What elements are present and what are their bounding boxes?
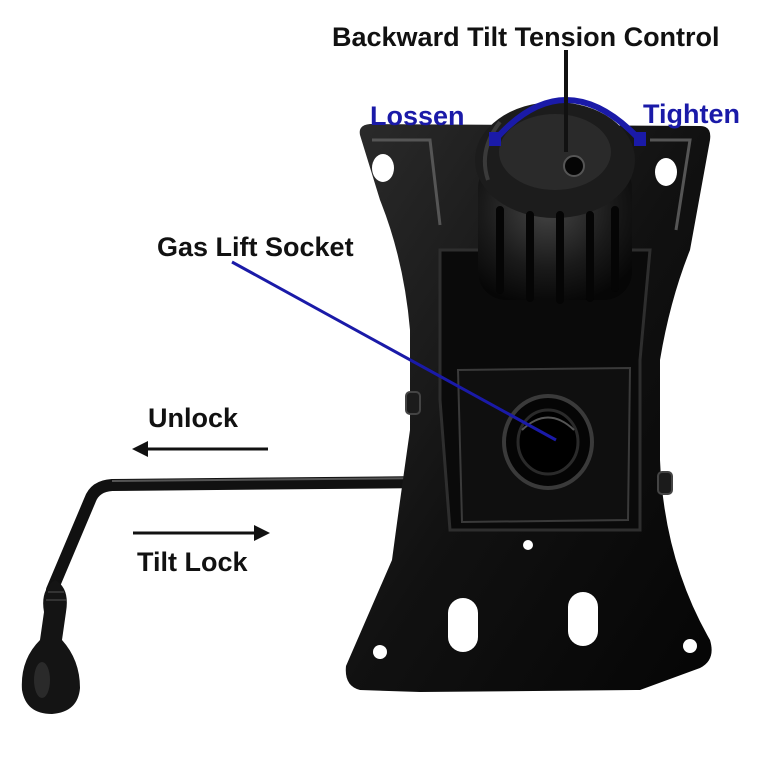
tighten-label: Tighten	[643, 99, 740, 129]
tilt-lock-label: Tilt Lock	[137, 547, 248, 577]
gas-lift-socket-icon	[502, 394, 594, 490]
tilt-lever-icon	[21, 476, 436, 714]
unlock-label: Unlock	[148, 403, 239, 433]
gas-lift-socket-label: Gas Lift Socket	[157, 232, 354, 262]
tilt-lock-arrow	[133, 525, 270, 541]
tension-knob-icon	[475, 102, 635, 304]
tension-control-label: Backward Tilt Tension Control	[332, 22, 720, 52]
gas-socket-leader-line	[231, 260, 557, 442]
loosen-label: Lossen	[370, 101, 465, 131]
unlock-arrow	[132, 441, 268, 457]
